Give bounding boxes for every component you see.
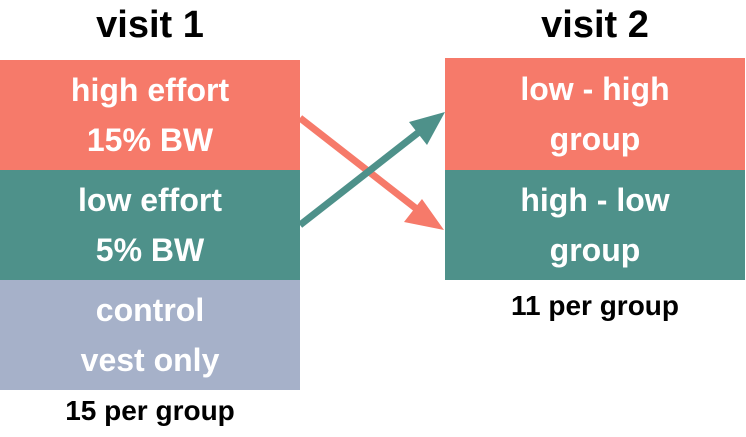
low-effort-box: low effort 5% BW (0, 170, 300, 280)
high-low-label: high - low (520, 182, 670, 218)
low-high-group-word: group (549, 121, 641, 157)
high-effort-box: high effort 15% BW (0, 60, 300, 170)
coral-arrowhead (404, 199, 444, 230)
teal-arrowhead (409, 112, 445, 145)
teal-arrow-shaft (297, 129, 422, 228)
high-low-group-word: group (549, 232, 641, 268)
visit1-title: visit 1 (96, 4, 204, 46)
control-label: control (95, 292, 205, 328)
low-effort-label: low effort (78, 182, 222, 218)
high-effort-load: 15% BW (86, 122, 214, 158)
visit2-title: visit 2 (541, 4, 649, 46)
low-high-group-box: low - high group (445, 58, 745, 170)
control-box: control vest only (0, 280, 300, 390)
low-effort-load: 5% BW (95, 232, 205, 268)
high-low-group-box: high - low group (445, 170, 745, 280)
low-high-label: low - high (520, 71, 670, 107)
control-detail: vest only (80, 342, 220, 378)
coral-arrow-shaft (297, 115, 421, 213)
high-effort-label: high effort (70, 72, 230, 108)
visit2-count: 11 per group (510, 290, 680, 321)
visit1-count: 15 per group (65, 395, 235, 426)
